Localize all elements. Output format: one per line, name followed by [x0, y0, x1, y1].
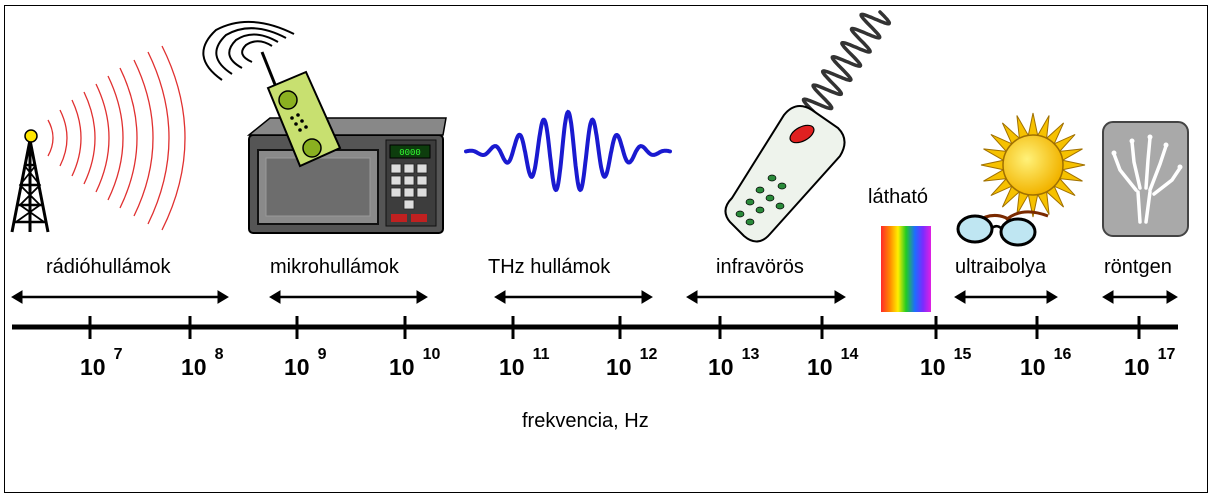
band-label-visible: látható — [868, 186, 929, 208]
axis-title: frekvencia, Hz — [522, 410, 649, 432]
thz-wave-icon — [464, 109, 672, 193]
rainbow-spectrum-icon — [881, 226, 931, 312]
band-range-arrows — [11, 290, 1178, 304]
microwave-display-text: 0000 — [399, 148, 421, 158]
microwave-oven-icon: 0000 — [246, 117, 447, 234]
band-label-xray: röntgen — [1104, 256, 1172, 278]
band-label-infrared: infravörös — [716, 256, 804, 278]
band-label-ultraviolet: ultraibolya — [955, 256, 1047, 278]
band-range-arrow — [686, 290, 846, 304]
sun-icon — [980, 112, 1086, 218]
mobile-phone-icon — [202, 21, 342, 168]
band-range-arrow — [269, 290, 428, 304]
band-range-arrow — [1102, 290, 1178, 304]
axis-ticks — [88, 316, 1141, 339]
diagram-frame — [4, 5, 1208, 493]
band-label-thz: THz hullámok — [488, 256, 611, 278]
band-range-arrow — [11, 290, 229, 304]
sunglasses-icon — [956, 210, 1049, 247]
band-label-radio: rádióhullámok — [46, 256, 171, 278]
radio-tower-icon — [10, 45, 186, 233]
remote-control-icon — [724, 10, 892, 243]
xray-hand-icon — [1102, 121, 1189, 237]
band-label-microwave: mikrohullámok — [270, 256, 399, 278]
band-range-arrow — [954, 290, 1058, 304]
band-range-arrow — [494, 290, 653, 304]
